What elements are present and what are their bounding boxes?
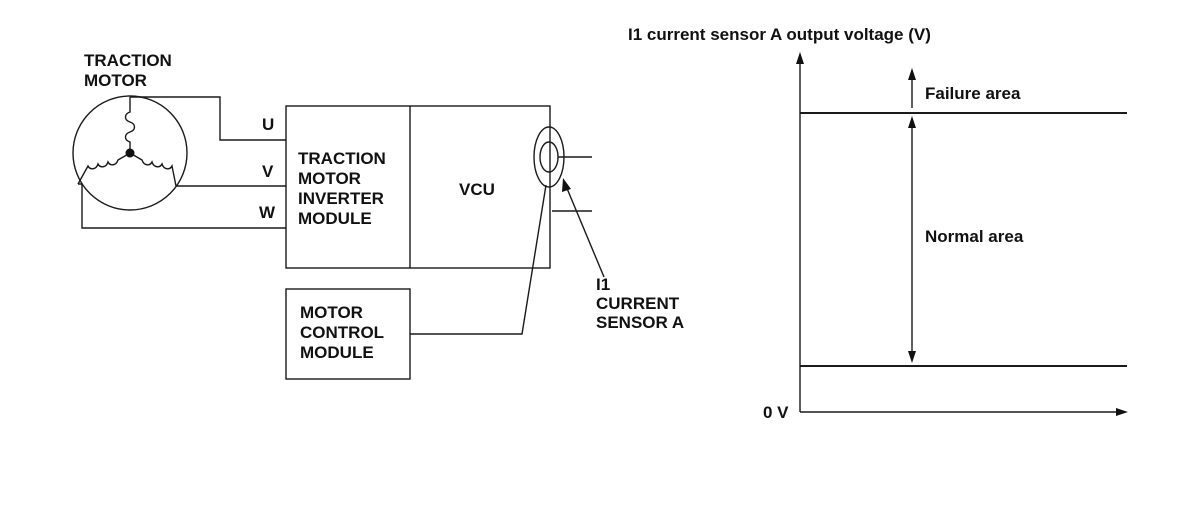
- phase-v-label: V: [262, 162, 274, 181]
- sensor-label-line-3: SENSOR A: [596, 313, 684, 332]
- motor-label-line-1: TRACTION: [84, 51, 172, 70]
- motor-housing: [72, 95, 188, 211]
- normal-area-label: Normal area: [925, 227, 1024, 246]
- normal-arrow-down-icon: [908, 351, 916, 363]
- sensor-signal-wire: [410, 184, 547, 335]
- failure-arrow-up-icon: [908, 68, 916, 80]
- inverter-label-line-1: TRACTION: [298, 149, 386, 168]
- normal-arrow-up-icon: [908, 116, 916, 128]
- circuit-schematic: TRACTION MOTOR U V W TRACTION MOTOR INVE…: [72, 51, 684, 380]
- sensor-label-line-2: CURRENT: [596, 294, 680, 313]
- mcm-label-line-3: MODULE: [300, 343, 374, 362]
- mcm-label-line-1: MOTOR: [300, 303, 363, 322]
- inverter-label-line-3: INVERTER: [298, 189, 384, 208]
- neutral-point-icon: [125, 148, 135, 158]
- current-sensor-symbol: [533, 126, 592, 212]
- winding-u-icon: [124, 97, 136, 153]
- phase-u-label: U: [262, 115, 274, 134]
- graph-title: I1 current sensor A output voltage (V): [628, 25, 931, 44]
- motor-label-line-2: MOTOR: [84, 71, 147, 90]
- winding-v-icon: [129, 152, 177, 187]
- sensor-leader-arrowhead-icon: [562, 178, 571, 192]
- wire-u: [130, 96, 286, 141]
- mcm-label-line-2: CONTROL: [300, 323, 384, 342]
- phase-w-label: W: [259, 203, 276, 222]
- wire-w: [78, 183, 286, 229]
- sensor-leader-line: [565, 185, 605, 278]
- vcu-label: VCU: [459, 180, 495, 199]
- sensor-label-line-1: I1: [596, 275, 610, 294]
- inverter-label-line-2: MOTOR: [298, 169, 361, 188]
- sensor-inner-ring: [539, 141, 559, 173]
- inverter-label-line-4: MODULE: [298, 209, 372, 228]
- traction-motor-symbol: [72, 95, 188, 211]
- failure-area-label: Failure area: [925, 84, 1021, 103]
- voltage-graph: I1 current sensor A output voltage (V) 0…: [628, 25, 1128, 422]
- origin-label: 0 V: [763, 403, 789, 422]
- x-axis-arrowhead-icon: [1116, 408, 1128, 416]
- y-axis-arrowhead-icon: [796, 52, 804, 64]
- winding-w-icon: [77, 152, 131, 185]
